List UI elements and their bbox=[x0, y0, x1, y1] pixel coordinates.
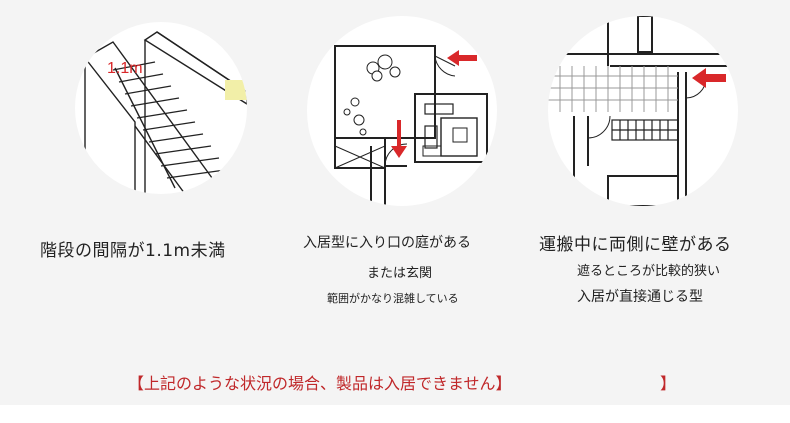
corridor-drawing bbox=[548, 16, 738, 206]
notice-text: 【上記のような状況の場合、製品は入居できません】 bbox=[128, 374, 512, 393]
figure3-caption-line1: 運搬中に両側に壁がある bbox=[539, 235, 732, 255]
floorplan-drawing bbox=[334, 45, 488, 206]
notice-trailing-bracket: 】 bbox=[660, 374, 677, 393]
corridor-illustration bbox=[548, 16, 738, 206]
figure3-caption-line2: 遮るところが比較的狭い bbox=[577, 264, 721, 279]
floorplan-illustration bbox=[307, 16, 497, 206]
figure1-caption: 階段の間隔が1.1m未満 bbox=[40, 241, 226, 261]
figure3-caption-line3: 入居が直接通じる型 bbox=[577, 289, 703, 305]
figure2-caption-line3: 範囲がかなり混雑している bbox=[327, 292, 459, 305]
bottom-strip bbox=[0, 405, 790, 423]
figure2-caption-line1: 入居型に入り口の庭がある bbox=[303, 235, 471, 251]
figure2-caption-line2: または玄関 bbox=[367, 266, 433, 281]
staircase-drawing bbox=[83, 31, 247, 194]
staircase-illustration: 1.1m bbox=[75, 22, 247, 194]
measure-label: 1.1m bbox=[107, 60, 143, 77]
